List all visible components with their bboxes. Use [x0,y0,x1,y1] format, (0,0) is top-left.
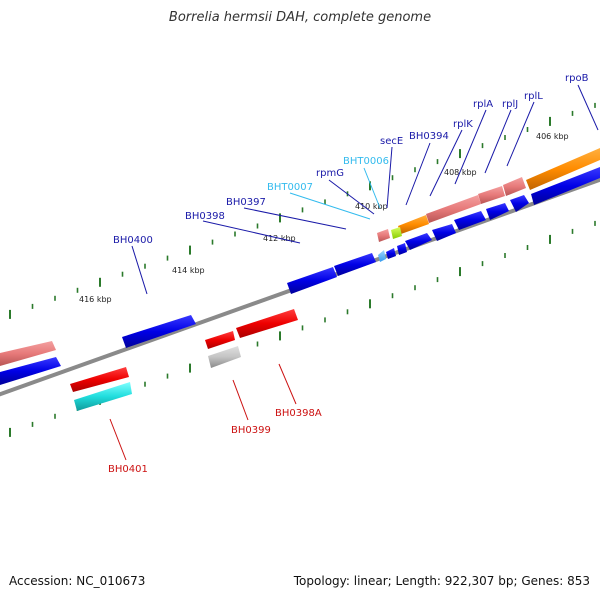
gene-left-rrna[interactable] [0,341,56,366]
gene-label-BH0399[interactable]: BH0399 [231,425,271,436]
kbp-label-406: 406 kbp [536,132,569,141]
kbp-label-410: 410 kbp [355,202,388,211]
gene-rplA-rrna[interactable] [426,195,481,223]
map-title: Borrelia hermsii DAH, complete genome [168,10,432,25]
gene-BH0398[interactable] [287,267,337,294]
gene-label-rplA[interactable]: rplA [473,99,493,110]
gene-label-BH0401[interactable]: BH0401 [108,464,148,475]
leader-BH0397 [243,207,347,230]
leader-secE [386,146,393,209]
gene-rplJ-rrna[interactable] [478,186,505,204]
gene-label-BHT0006[interactable]: BHT0006 [343,156,389,167]
gene-BH0401-cyan[interactable] [74,382,132,411]
gene-label-BH0400[interactable]: BH0400 [113,235,153,246]
genome-summary-text: Topology: linear; Length: 922,307 bp; Ge… [293,574,590,588]
gene-rpmG[interactable] [397,243,407,255]
gene-BH0394-arrow[interactable] [405,233,432,250]
kbp-label-414: 414 kbp [172,266,205,275]
leader-rplJ [484,109,512,174]
leader-BHT0007 [289,192,371,220]
leader-rpmG [328,179,375,215]
gene-label-BH0398[interactable]: BH0398 [185,211,225,222]
gene-BH0400[interactable] [122,315,196,348]
label-leader-lines [109,84,599,461]
leader-BH0398 [202,220,301,244]
gene-secE[interactable] [391,227,402,239]
leader-BH0399 [232,379,249,421]
leader-BH0400 [131,245,148,295]
gene-BHT0006[interactable] [378,250,386,262]
gene-label-rpoB[interactable]: rpoB [565,73,589,84]
gene-BHT0007[interactable] [386,248,396,259]
leader-rplK [429,129,463,197]
gene-rplK-arrow[interactable] [510,195,529,212]
leader-BHT0006 [363,167,381,209]
leader-rplA [454,109,487,185]
gene-rpoB-arrow[interactable] [526,148,600,190]
leader-BH0398A [278,363,297,405]
gene-label-rplK[interactable]: rplK [453,119,473,130]
gene-rplL-rrna[interactable] [503,177,526,196]
gene-label-BHT0007[interactable]: BHT0007 [267,182,313,193]
gene-BH0399-red[interactable] [205,331,235,349]
leader-BH0401 [109,418,127,461]
kbp-label-416: 416 kbp [79,295,112,304]
gene-label-rpmG[interactable]: rpmG [316,168,344,179]
gene-rrna-small[interactable] [377,229,390,242]
gene-BH0397[interactable] [334,253,376,276]
gene-BH0399-gray[interactable] [208,346,241,368]
kbp-ticks [9,102,596,437]
leader-rplL [506,101,535,167]
gene-left-arrow[interactable] [0,357,61,385]
gene-features [0,148,600,411]
leader-BH0394 [405,142,431,206]
gene-rplA-arrow[interactable] [432,224,456,241]
gene-rplL-arrow[interactable] [486,203,509,220]
gene-label-BH0397[interactable]: BH0397 [226,197,266,208]
gene-label-secE[interactable]: secE [380,136,403,147]
leader-rpoB [577,84,599,131]
gene-labels: rpoB rplL rplJ rplA rplK BH0394 secE BHT… [108,73,589,475]
gene-label-BH0398A[interactable]: BH0398A [275,408,322,419]
gene-label-rplJ[interactable]: rplJ [502,99,518,110]
gene-BH0401-red[interactable] [70,367,129,392]
accession-text: Accession: NC_010673 [9,574,146,588]
gene-rpoB-track[interactable] [531,167,600,205]
gene-BH0398A[interactable] [236,309,298,338]
gene-label-BH0394[interactable]: BH0394 [409,131,449,142]
gene-BH0394-orange[interactable] [398,215,429,234]
gene-label-rplL[interactable]: rplL [524,91,543,102]
gene-rplJ-arrow[interactable] [454,211,486,230]
